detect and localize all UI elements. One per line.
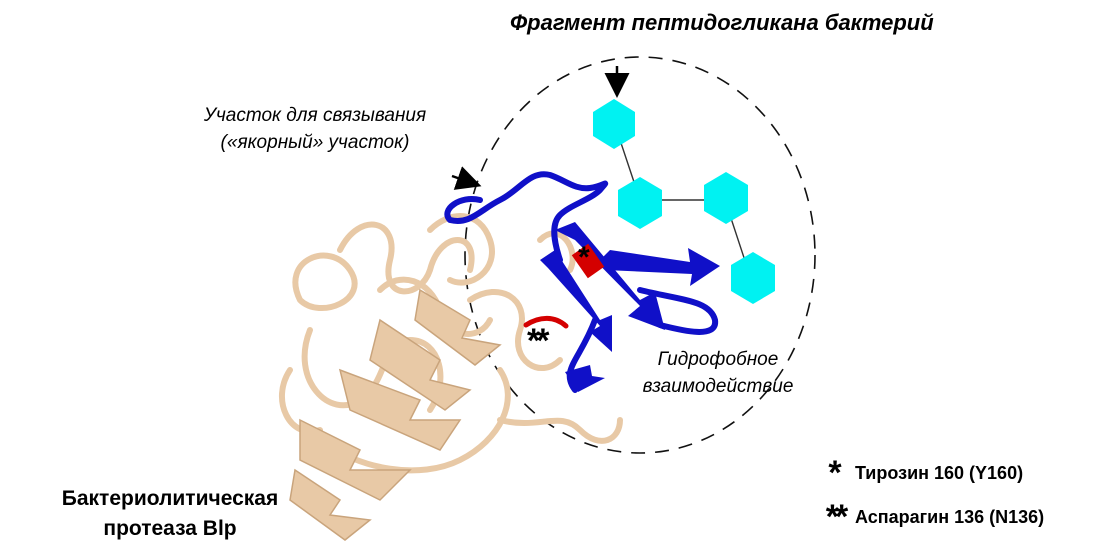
anchor-site-label: Участок для связывания («якорный» участо…: [170, 102, 460, 156]
legend-item-tyrosine: * Тирозин 160 (Y160): [815, 454, 1024, 492]
tyrosine-160-segment: [571, 243, 605, 279]
sugar-hexagon-2: [618, 177, 662, 229]
hydrophobic-label: Гидрофобное взаимодействие: [618, 346, 818, 400]
arrow-anchor-icon: [451, 166, 482, 190]
sugar-hexagon-1: [593, 99, 635, 149]
legend-label: Тирозин 160 (Y160): [855, 462, 1024, 483]
marker-asparagine: **: [527, 322, 550, 360]
sugar-hexagon-3: [704, 172, 748, 224]
legend-symbol: *: [828, 454, 842, 492]
hydrophobic-label-line1: Гидрофобное: [657, 349, 779, 370]
binding-region-outline: [464, 56, 816, 454]
peptidoglycan-fragment: [593, 99, 775, 304]
marker-tyrosine: *: [578, 241, 590, 274]
anchor-site-label-line1: Участок для связывания: [203, 105, 427, 126]
protein-label-line1: Бактериолитическая: [61, 487, 279, 510]
legend-symbol: **: [825, 498, 848, 536]
legend-label: Аспарагин 136 (N136): [855, 506, 1045, 527]
blue-strand-4: [565, 365, 605, 392]
blue-strand-2: [540, 250, 612, 352]
protein-label: Бактериолитическая протеаза Blp: [20, 484, 320, 544]
blue-strand-1: [555, 222, 665, 330]
blue-strand-3: [600, 248, 720, 286]
sugar-hexagon-4: [731, 252, 775, 304]
protein-label-line2: протеаза Blp: [103, 517, 237, 540]
diagram-title: Фрагмент пептидогликана бактерий: [510, 10, 934, 35]
hydrophobic-label-line2: взаимодействие: [642, 376, 794, 397]
protease-strands: [289, 288, 502, 541]
protease-body: [278, 213, 623, 474]
asparagine-136-segment: [523, 315, 569, 329]
legend-item-asparagine: ** Аспарагин 136 (N136): [815, 498, 1045, 536]
anchor-site-label-line2: («якорный» участок): [220, 132, 410, 153]
binding-domain: [444, 171, 720, 393]
